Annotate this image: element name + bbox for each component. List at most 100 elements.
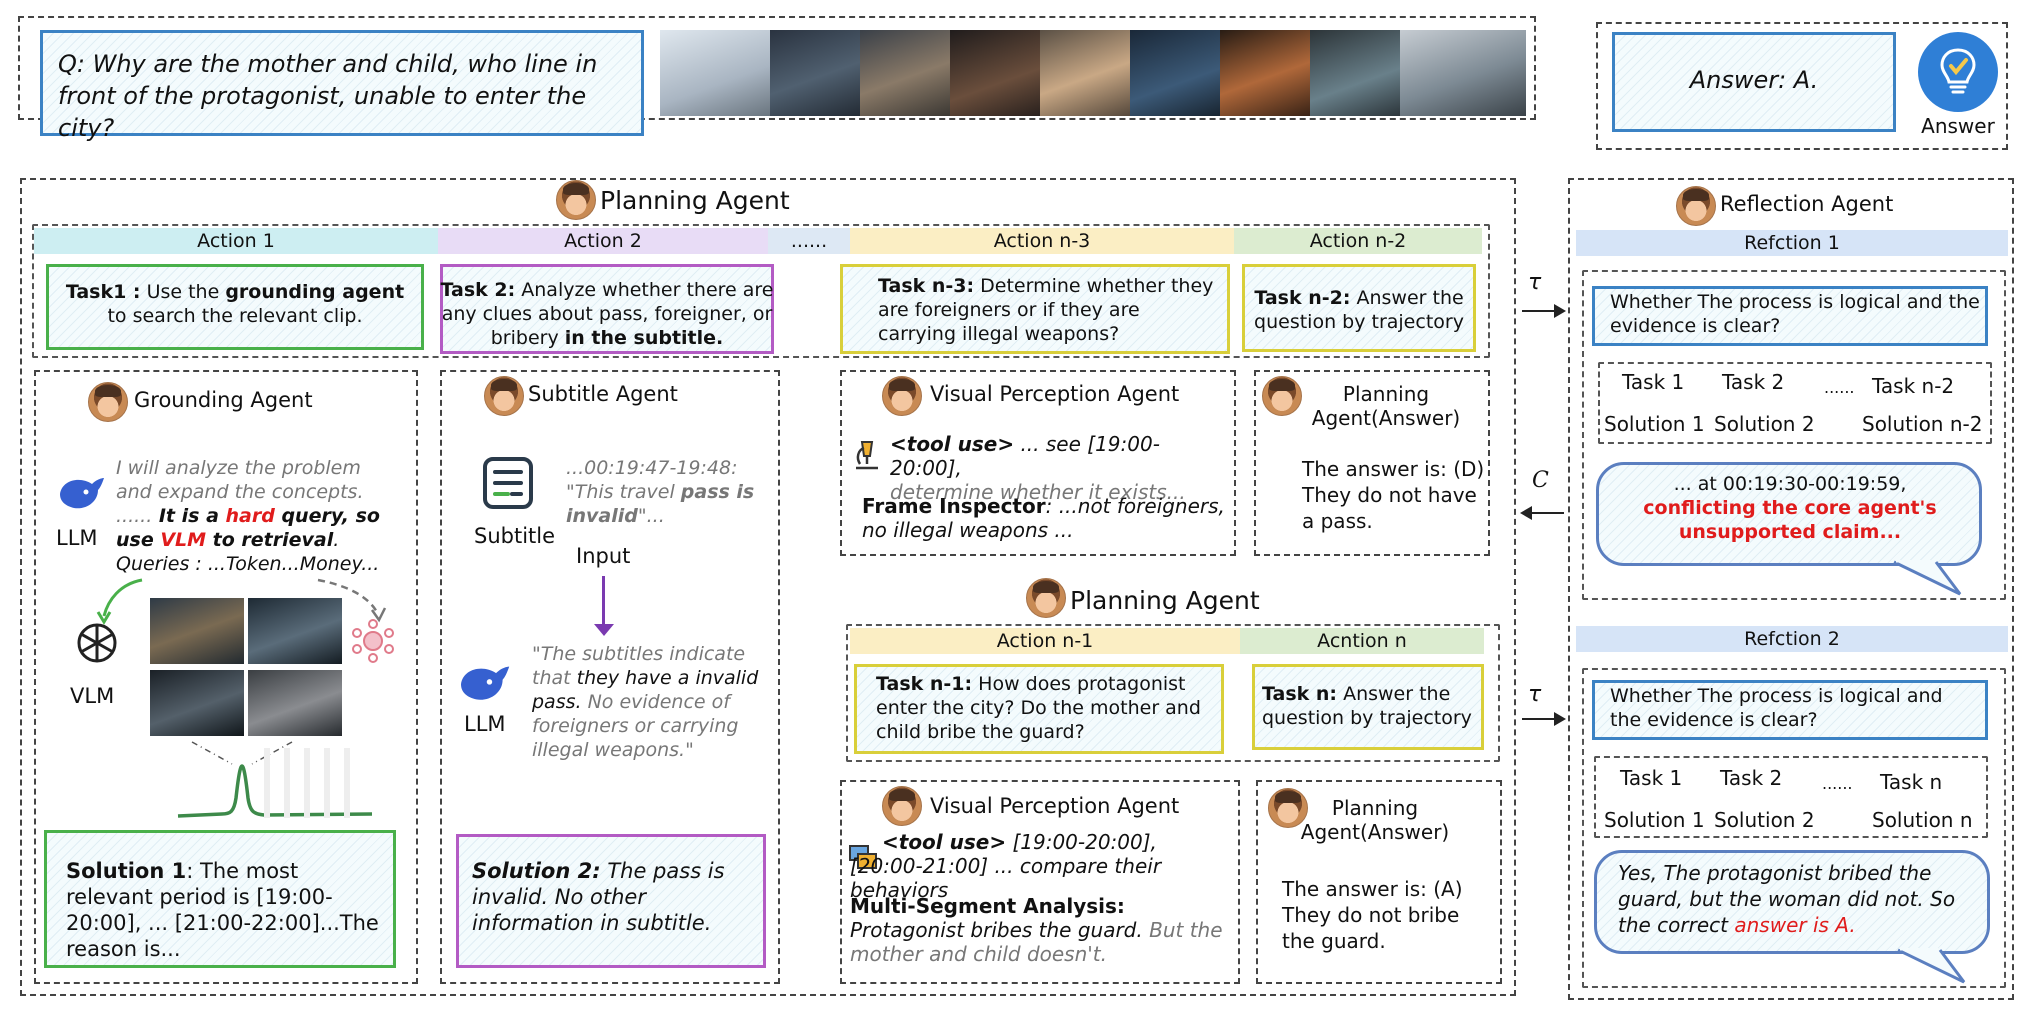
planning-panel (20, 178, 1516, 996)
reflection-1-panel (1582, 270, 2006, 600)
visual-agent-1-panel (840, 370, 1236, 556)
task-1-box (46, 264, 424, 350)
action-header-n3: Action n-3 (850, 228, 1234, 254)
reflection-2-question: Whether The process is logical and the e… (1610, 685, 1943, 731)
relevance-curve (177, 741, 373, 818)
reflection-1-task-ellipsis: ...... (1824, 378, 1855, 397)
action-header-n1: Action n-1 (850, 628, 1240, 654)
reflection-2-trajectory (1594, 756, 1988, 838)
tau-arrow-1 (1522, 304, 1566, 318)
solution-2-text: Solution 2: The pass is invalid. No othe… (472, 859, 725, 935)
reflection-2-task-n: Task n (1880, 770, 1943, 794)
visual-agent-1-tool: <tool use> ... see [19:00-20:00],determi… (890, 432, 1186, 504)
action-header-1: Action 1 (34, 228, 438, 254)
reflection-1-solution-2: Solution 2 (1714, 412, 1815, 436)
actions-row-2 (846, 624, 1500, 762)
action-header-n: Acntion n (1240, 628, 1484, 654)
subtitle-agent-panel (440, 370, 780, 984)
tau-arrow-2 (1522, 712, 1566, 726)
reflection-1-question-box (1592, 286, 1988, 346)
answer-box (1612, 32, 1896, 132)
subtitle-icon-label: Subtitle (474, 524, 556, 548)
reflection-1-solution-n2: Solution n-2 (1862, 412, 1983, 436)
input-arrow-head (594, 624, 614, 636)
microscope-icon (852, 438, 882, 472)
grounding-vlm-label: VLM (70, 684, 115, 708)
video-frame (1400, 30, 1526, 116)
reflection-2-solution-2: Solution 2 (1714, 808, 1815, 832)
visual-agent-2-avatar-icon (882, 786, 922, 826)
subtitle-input-label: Input (576, 544, 631, 568)
task-n2-box (1242, 264, 1476, 352)
grounding-agent-title: Grounding Agent (134, 388, 313, 412)
subtitle-agent-title: Subtitle Agent (528, 382, 678, 406)
reflection-2-question-box (1592, 680, 1988, 740)
video-frames-strip (660, 30, 1526, 116)
reflection-1-task-n2: Task n-2 (1872, 374, 1955, 398)
reflection-2-solution-n: Solution n (1872, 808, 1973, 832)
lightbulb-icon (1918, 32, 1998, 112)
solution-2-box (456, 834, 766, 968)
reflection-1-trajectory (1598, 362, 1992, 444)
planning-answer-2-title: Planning Agent(Answer) (1300, 796, 1450, 844)
reflection-2-task-ellipsis: ...... (1822, 774, 1853, 793)
task-n3-text: Task n-3: Determine whether they are for… (878, 275, 1214, 345)
task-n2-text: Task n-2: Answer the question by traject… (1254, 287, 1464, 333)
subtitle-llm-output: "The subtitles indicate that they have a… (532, 643, 759, 761)
reflection-2-bubble (1594, 850, 1990, 954)
planning-answer-1-text: The answer is: (D) They do not have a pa… (1302, 457, 1485, 533)
planning-agent-title: Planning Agent (600, 186, 790, 215)
planning-answer-2-text: The answer is: (A) They do not bribe the… (1282, 877, 1463, 953)
reflection-1-task-2: Task 2 (1722, 370, 1785, 394)
action-header-2: Action 2 (438, 228, 768, 254)
subtitle-doc-icon (482, 456, 534, 510)
question-box (40, 30, 644, 136)
planning-answer-1-panel (1254, 370, 1490, 556)
subtitle-snippet: ...00:19:47-19:48:"This travel pass is i… (566, 457, 755, 527)
task-n1-text: Task n-1: How does protagonist enter the… (876, 673, 1201, 743)
visual-agent-2-panel (840, 780, 1240, 984)
planning-agent-2-title: Planning Agent (1070, 586, 1260, 615)
action-header-n2: Action n-2 (1234, 228, 1482, 254)
reflection-2-panel (1582, 668, 2006, 988)
grounding-agent-panel (34, 370, 418, 984)
solution-1-box (44, 830, 396, 968)
whale-llm-icon (56, 472, 106, 514)
input-arrow (602, 576, 605, 630)
visual-agent-1-title: Visual Perception Agent (930, 382, 1180, 406)
reflection-2-task-2: Task 2 (1720, 766, 1783, 790)
reflection-1-task-1: Task 1 (1622, 370, 1685, 394)
visual-agent-1-avatar-icon (882, 376, 922, 416)
question-panel (18, 16, 1536, 120)
task-n-text: Task n: Answer the question by trajector… (1262, 683, 1472, 729)
reflection-1-bubble (1596, 462, 1982, 566)
visual-agent-1-inspector: Frame Inspector: ...not foreigners, no i… (862, 494, 1225, 542)
retrieval-network-icon (350, 618, 396, 664)
retrieved-clip (248, 670, 342, 736)
reflection-2-solution-1: Solution 1 (1604, 808, 1705, 832)
task-n-box (1252, 664, 1484, 750)
reflection-1-bubble-tail (1893, 560, 1962, 596)
c-arrow (1520, 506, 1564, 520)
multi-segment-icon (848, 842, 880, 874)
grounding-flow-arrows (96, 578, 387, 625)
task-n3-box (840, 264, 1230, 354)
subtitle-agent-avatar-icon (484, 376, 524, 416)
retrieved-clip (150, 670, 244, 736)
task-2-text: Task 2: Analyze whether there are any cl… (440, 279, 774, 349)
question-label: Q (58, 50, 77, 78)
reflection-panel (1568, 178, 2014, 1000)
grounding-reasoning: I will analyze the problem and expand th… (116, 457, 380, 551)
grounding-llm-label: LLM (56, 526, 98, 550)
planning-answer-2-panel (1256, 780, 1502, 984)
tau-label-2: τ (1528, 682, 1542, 707)
reflection-1-bubble-text: ... at 00:19:30-00:19:59,conflicting the… (1643, 473, 1937, 543)
reflection-2-header: Refction 2 (1576, 626, 2008, 652)
question-text: Why are the mother and child, who line i… (58, 50, 598, 142)
planning-answer-2-avatar-icon (1268, 788, 1308, 828)
reflection-1-solution-1: Solution 1 (1604, 412, 1705, 436)
grounding-queries: Queries : ...Token...Money... (116, 553, 380, 575)
task-1-text: Task1 : Use the grounding agent to searc… (65, 281, 405, 327)
reflection-2-bubble-tail (1897, 948, 1966, 984)
reflection-agent-avatar-icon (1676, 186, 1716, 226)
